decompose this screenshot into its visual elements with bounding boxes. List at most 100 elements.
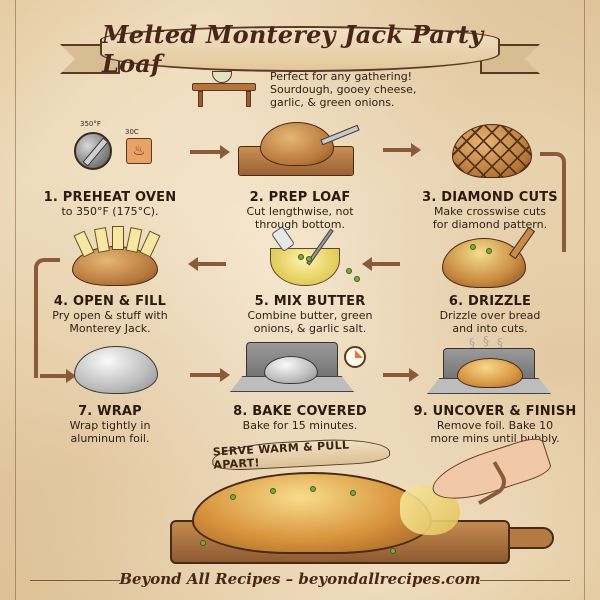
step-label: 2. PREP LOAF xyxy=(249,190,351,205)
table-leg xyxy=(246,91,251,107)
step-desc: Remove foil. Bake 10 xyxy=(436,419,554,432)
banner-ribbon: Melted Monterey Jack Party Loaf xyxy=(100,20,500,78)
step-7-wrap: 7. WRAP Wrap tightly in aluminum foil. xyxy=(20,336,200,445)
parchment-border-right xyxy=(584,0,585,600)
timer-clock-icon xyxy=(344,346,366,368)
step-label: 9. UNCOVER & FINISH xyxy=(413,404,577,419)
step-1-preheat: 350°F 30C ♨ 1. PREHEAT OVEN to 350°F (17… xyxy=(20,118,200,218)
green-onion-icon xyxy=(470,244,476,250)
page-title: Melted Monterey Jack Party Loaf xyxy=(102,20,484,78)
table-top xyxy=(192,83,256,91)
footer-rule-left xyxy=(30,580,120,581)
footer: Beyond All Recipes – beyondallrecipes.co… xyxy=(0,569,600,588)
step-3-diamond-cuts: 3. DIAMOND CUTS Make crosswise cuts for … xyxy=(400,118,580,231)
green-onion-icon xyxy=(270,488,276,494)
step-desc: for diamond pattern. xyxy=(432,218,548,231)
diamond-loaf-art xyxy=(430,118,550,186)
dial-label-f: 350°F xyxy=(80,120,101,128)
steam-icon: § xyxy=(469,336,475,350)
green-onion-icon xyxy=(346,268,352,274)
step-4-open-fill: 4. OPEN & FILL Pry open & stuff with Mon… xyxy=(20,226,200,335)
footer-credit: Beyond All Recipes – beyondallrecipes.co… xyxy=(119,570,481,588)
step-desc: and into cuts. xyxy=(452,322,528,335)
cheese-slice-icon xyxy=(73,230,95,258)
step-5-mix-butter: 5. MIX BUTTER Combine butter, green onio… xyxy=(220,225,400,335)
serve-banner-text: SERVE WARM & PULL APART! xyxy=(212,438,350,472)
cheese-slice-icon xyxy=(112,226,124,250)
step-label: 6. DRIZZLE xyxy=(448,294,532,309)
steam-icon: § xyxy=(497,336,503,350)
golden-loaf-icon xyxy=(457,358,523,388)
butter-bowl-art xyxy=(240,225,380,290)
title-banner: Melted Monterey Jack Party Loaf xyxy=(60,20,540,78)
step-desc: onions, & garlic salt. xyxy=(253,322,367,335)
bowl-icon xyxy=(212,71,232,83)
cheese-slice-icon xyxy=(139,230,161,258)
intro-text: Perfect for any gathering! Sourdough, go… xyxy=(270,70,416,109)
dial-label-c: 30C xyxy=(125,128,139,136)
step-desc: Drizzle over bread xyxy=(439,309,541,322)
step-label: 7. WRAP xyxy=(78,404,142,419)
step-9-uncover-finish: § § § 9. UNCOVER & FINISH Remove foil. B… xyxy=(405,334,585,445)
foil-wrap-art xyxy=(40,336,180,400)
step-label: 4. OPEN & FILL xyxy=(53,294,167,309)
arrow-left-icon xyxy=(188,257,226,271)
green-onion-icon xyxy=(200,540,206,546)
steam-icon: § xyxy=(483,334,489,348)
green-onion-icon xyxy=(306,256,312,262)
step-desc: more mins until bubbly. xyxy=(430,432,560,445)
stuffed-loaf-art xyxy=(40,226,180,290)
drizzled-loaf-icon xyxy=(442,238,526,288)
intro-line: Perfect for any gathering! xyxy=(270,69,413,83)
drizzle-loaf-art xyxy=(420,226,560,290)
parchment-border-left xyxy=(15,0,16,600)
intro-line: garlic, & green onions. xyxy=(270,95,395,109)
arrow-right-icon xyxy=(383,143,421,157)
step-label: 8. BAKE COVERED xyxy=(233,404,367,419)
step-desc: Monterey Jack. xyxy=(69,322,151,335)
step-desc: Bake for 15 minutes. xyxy=(242,419,358,432)
green-onion-icon xyxy=(230,494,236,500)
step-label: 1. PREHEAT OVEN xyxy=(43,190,177,205)
foil-wrapped-loaf-icon xyxy=(264,356,318,384)
step-6-drizzle: 6. DRIZZLE Drizzle over bread and into c… xyxy=(400,226,580,335)
arrow-right-icon xyxy=(190,368,230,382)
scored-loaf-icon xyxy=(452,124,532,178)
mixing-bowl-icon xyxy=(270,248,340,286)
serve-banner: SERVE WARM & PULL APART! xyxy=(211,436,391,472)
step-desc: Cut lengthwise, not xyxy=(246,205,354,218)
arrow-down-bend-icon xyxy=(540,152,566,252)
green-onion-icon xyxy=(350,490,356,496)
intro-line: Sourdough, gooey cheese, xyxy=(270,82,417,96)
intro: Perfect for any gathering! Sourdough, go… xyxy=(190,64,450,114)
table-leg xyxy=(198,91,203,107)
arrow-right-icon xyxy=(190,145,230,159)
green-onion-icon xyxy=(354,276,360,282)
step-2-prep-loaf: 2. PREP LOAF Cut lengthwise, not through… xyxy=(210,112,390,231)
step-desc: Pry open & stuff with xyxy=(52,309,168,322)
oven-foil-art xyxy=(220,342,380,400)
step-desc: Combine butter, green xyxy=(247,309,373,322)
arrow-left-icon xyxy=(362,257,400,271)
arrow-down-bend-icon xyxy=(34,258,60,378)
step-desc: to 350°F (175°C). xyxy=(61,205,159,218)
green-onion-icon xyxy=(310,486,316,492)
step-desc: Make crosswise cuts xyxy=(433,205,547,218)
footer-rule-right xyxy=(480,580,570,581)
step-8-bake-covered: 8. BAKE COVERED Bake for 15 minutes. xyxy=(210,342,390,432)
oven-baked-art: § § § xyxy=(425,334,565,400)
foil-wrapped-loaf-icon xyxy=(74,346,158,394)
oven-dial-art: 350°F 30C ♨ xyxy=(30,118,190,186)
arrow-right-icon xyxy=(383,368,419,382)
oven-dial-icon xyxy=(74,132,112,170)
green-onion-icon xyxy=(390,548,396,554)
table-with-bowl-icon xyxy=(190,69,260,109)
arrow-right-icon xyxy=(40,369,76,383)
heat-icon: ♨ xyxy=(126,138,152,164)
step-label: 3. DIAMOND CUTS xyxy=(422,190,558,205)
step-desc: aluminum foil. xyxy=(70,432,150,445)
loaf-cutting-art xyxy=(220,112,380,186)
green-onion-icon xyxy=(486,248,492,254)
green-onion-icon xyxy=(298,254,304,260)
step-desc: Wrap tightly in xyxy=(69,419,151,432)
